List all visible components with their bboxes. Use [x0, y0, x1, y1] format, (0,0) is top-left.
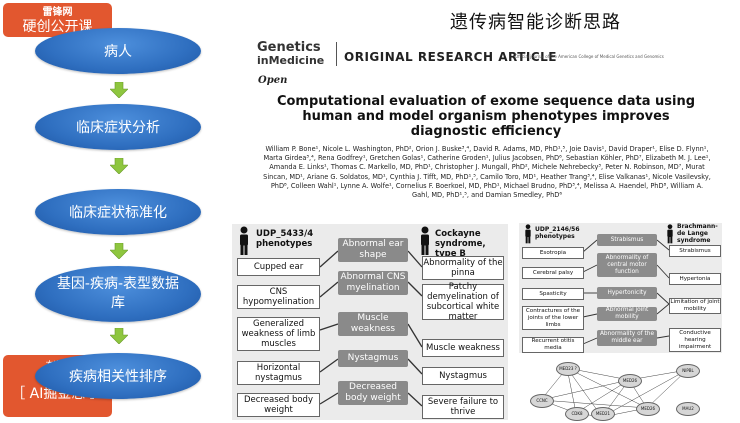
- person-icon: [240, 226, 248, 255]
- open-access-label: Open: [258, 75, 288, 86]
- common-phenotype-box: Nystagmus: [338, 350, 408, 367]
- patient-phenotype-box: Horizontal nystagmus: [237, 361, 320, 385]
- left-figure-disease-header: Cockayne syndrome, type B: [435, 229, 486, 259]
- patient-phenotype-box: Decreased body weight: [237, 393, 320, 417]
- down-arrow-icon: [110, 328, 128, 344]
- gene-network-node: MED26: [636, 402, 660, 416]
- patient-phenotype-box: CNS hypomyelination: [237, 285, 320, 309]
- journal-logo-line2: inMedicine: [257, 54, 325, 67]
- patient-phenotype-box: Cupped ear: [237, 258, 320, 276]
- disease-phenotype-box: Strabismus: [669, 245, 721, 257]
- disease-phenotype-box: Abnormality of the pinna: [422, 256, 504, 280]
- article-title: Computational evaluation of exome sequen…: [276, 94, 696, 139]
- flow-step-symptom-standardization: 临床症状标准化: [35, 189, 201, 235]
- patient-phenotype-box: Esotropia: [522, 247, 584, 259]
- journal-logo-line1: Genetics: [257, 40, 321, 55]
- disease-phenotype-box: Conductive hearing impairment: [669, 328, 721, 352]
- flow-step-database: 基因-疾病-表型数据库: [35, 266, 201, 322]
- patient-phenotype-box: Spasticity: [522, 288, 584, 300]
- patient-phenotype-box: Generalized weakness of limb muscles: [237, 317, 320, 351]
- disease-phenotype-box: Limitation of joint mobility: [669, 298, 721, 314]
- common-phenotype-box: Decreased body weight: [338, 381, 408, 405]
- gene-network-node: MED26: [618, 374, 642, 388]
- down-arrow-icon: [110, 82, 128, 98]
- person-icon: [525, 224, 531, 244]
- common-phenotype-box: Abnormal CNS myelination: [338, 271, 408, 295]
- connector-lines: [319, 250, 423, 407]
- common-phenotype-box: Abnormal joint mobility: [597, 307, 657, 321]
- watermark-top-line1: 雷锋网: [42, 7, 73, 18]
- gene-network-node: MAU2: [676, 402, 700, 416]
- phenotype-comparison-figure-right: UDP_2146/56 phenotypes Brachmann-de Lang…: [517, 220, 726, 421]
- gene-network-node: CCNC: [530, 394, 554, 408]
- flow-step-disease-ranking: 疾病相关性排序: [35, 353, 201, 399]
- left-figure-patient-header: UDP_5433/4 phenotypes: [256, 229, 314, 249]
- watermark-badge-top: 雷锋网 硬创公开课: [3, 3, 112, 37]
- patient-phenotype-box: Cerebral palsy: [522, 267, 584, 279]
- down-arrow-icon: [110, 158, 128, 174]
- article-type: ORIGINAL RESEARCH ARTICLE: [344, 50, 557, 64]
- flow-step-symptom-analysis: 临床症状分析: [35, 104, 201, 150]
- flow-step-patient: 病人: [35, 28, 201, 74]
- person-icon: [421, 226, 429, 255]
- header-divider: [336, 42, 337, 66]
- common-phenotype-box: Abnormality of the middle ear: [597, 330, 657, 346]
- right-figure-patient-header: UDP_2146/56 phenotypes: [535, 226, 580, 240]
- gene-network-node: MED21: [591, 407, 615, 421]
- common-phenotype-box: Hypertonicity: [597, 287, 657, 299]
- disease-phenotype-box: Hypertonia: [669, 273, 721, 285]
- gene-network-node: CDK8: [565, 407, 589, 421]
- common-phenotype-box: Strabismus: [597, 234, 657, 246]
- patient-phenotype-box: Contractures of the joints of the lower …: [522, 306, 584, 330]
- down-arrow-icon: [110, 243, 128, 259]
- gene-network-node: MED23 ?: [556, 362, 580, 376]
- phenotype-comparison-figure-left: UDP_5433/4 phenotypes Cockayne syndrome,…: [232, 224, 508, 420]
- disease-phenotype-box: Severe failure to thrive: [422, 395, 504, 419]
- journal-note: Official journal of the American College…: [515, 54, 664, 59]
- common-phenotype-box: Abnormality of central motor function: [597, 253, 657, 277]
- disease-phenotype-box: Nystagmus: [422, 367, 504, 385]
- gene-network-node: NIPBL: [676, 364, 700, 378]
- patient-phenotype-box: Recurrent otitis media: [522, 337, 584, 353]
- common-phenotype-box: Muscle weakness: [338, 312, 408, 336]
- person-icon: [667, 224, 673, 244]
- common-phenotype-box: Abnormal ear shape: [338, 238, 408, 262]
- article-authors: William P. Bone¹, Nicole L. Washington, …: [263, 145, 711, 200]
- disease-phenotype-box: Muscle weakness: [422, 339, 504, 357]
- disease-phenotype-box: Patchy demyelination of subcortical whit…: [422, 282, 504, 322]
- right-figure-disease-header: Brachmann-de Lange syndrome: [677, 223, 718, 244]
- page-title: 遗传病智能诊断思路: [450, 12, 621, 33]
